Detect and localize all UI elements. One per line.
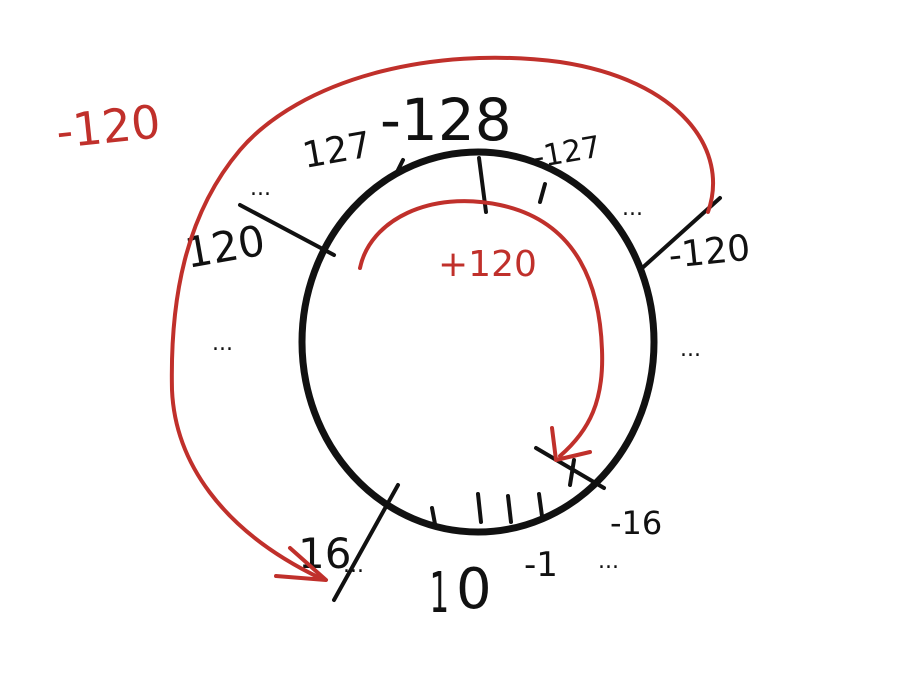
tick-lower-right-long <box>534 446 606 490</box>
inner-arrow-head <box>550 426 592 462</box>
outer-arrow-head <box>274 546 328 582</box>
inner-arrow-path <box>358 199 605 458</box>
tick-lower-right-short <box>568 458 576 487</box>
label-bottom-center-neg1: -1 <box>524 545 558 585</box>
ellipsis-top-right: ... <box>622 196 643 221</box>
tick-lower-left-long <box>332 483 400 602</box>
label-top-left: 127 <box>299 125 374 177</box>
inner-arrow <box>358 199 605 462</box>
label-bottom-center-0: 0 <box>456 557 492 622</box>
ellipsis-bottom-left: ... <box>343 553 364 578</box>
label-right-upper: -120 <box>667 228 753 277</box>
ellipsis-left: ... <box>212 331 233 356</box>
outer-arrow-label: -120 <box>54 94 163 159</box>
tick-top-left <box>394 158 405 176</box>
ring-circle <box>298 148 658 536</box>
ring-ticks <box>238 156 722 602</box>
tick-bottom-4 <box>537 492 544 518</box>
label-top-right: -127 <box>530 130 603 176</box>
outer-arrow <box>169 55 715 582</box>
tick-bottom-3 <box>506 494 513 524</box>
label-bottom-right: -16 <box>610 504 662 542</box>
tick-upper-left-long <box>238 203 336 257</box>
inner-arrow-label: +120 <box>438 244 537 285</box>
label-top-center: -128 <box>380 86 512 154</box>
outer-arrow-path <box>169 55 715 580</box>
ellipsis-bottom-right: ... <box>598 549 619 574</box>
tick-bottom-1 <box>430 506 437 526</box>
tick-lower-left-short <box>370 493 387 507</box>
label-bottom-center-1: 1 <box>430 560 450 626</box>
ellipsis-top-left: ... <box>250 176 271 201</box>
tick-bottom-2 <box>476 492 483 524</box>
ellipsis-right: ... <box>680 337 701 362</box>
tick-top-right <box>538 182 547 204</box>
